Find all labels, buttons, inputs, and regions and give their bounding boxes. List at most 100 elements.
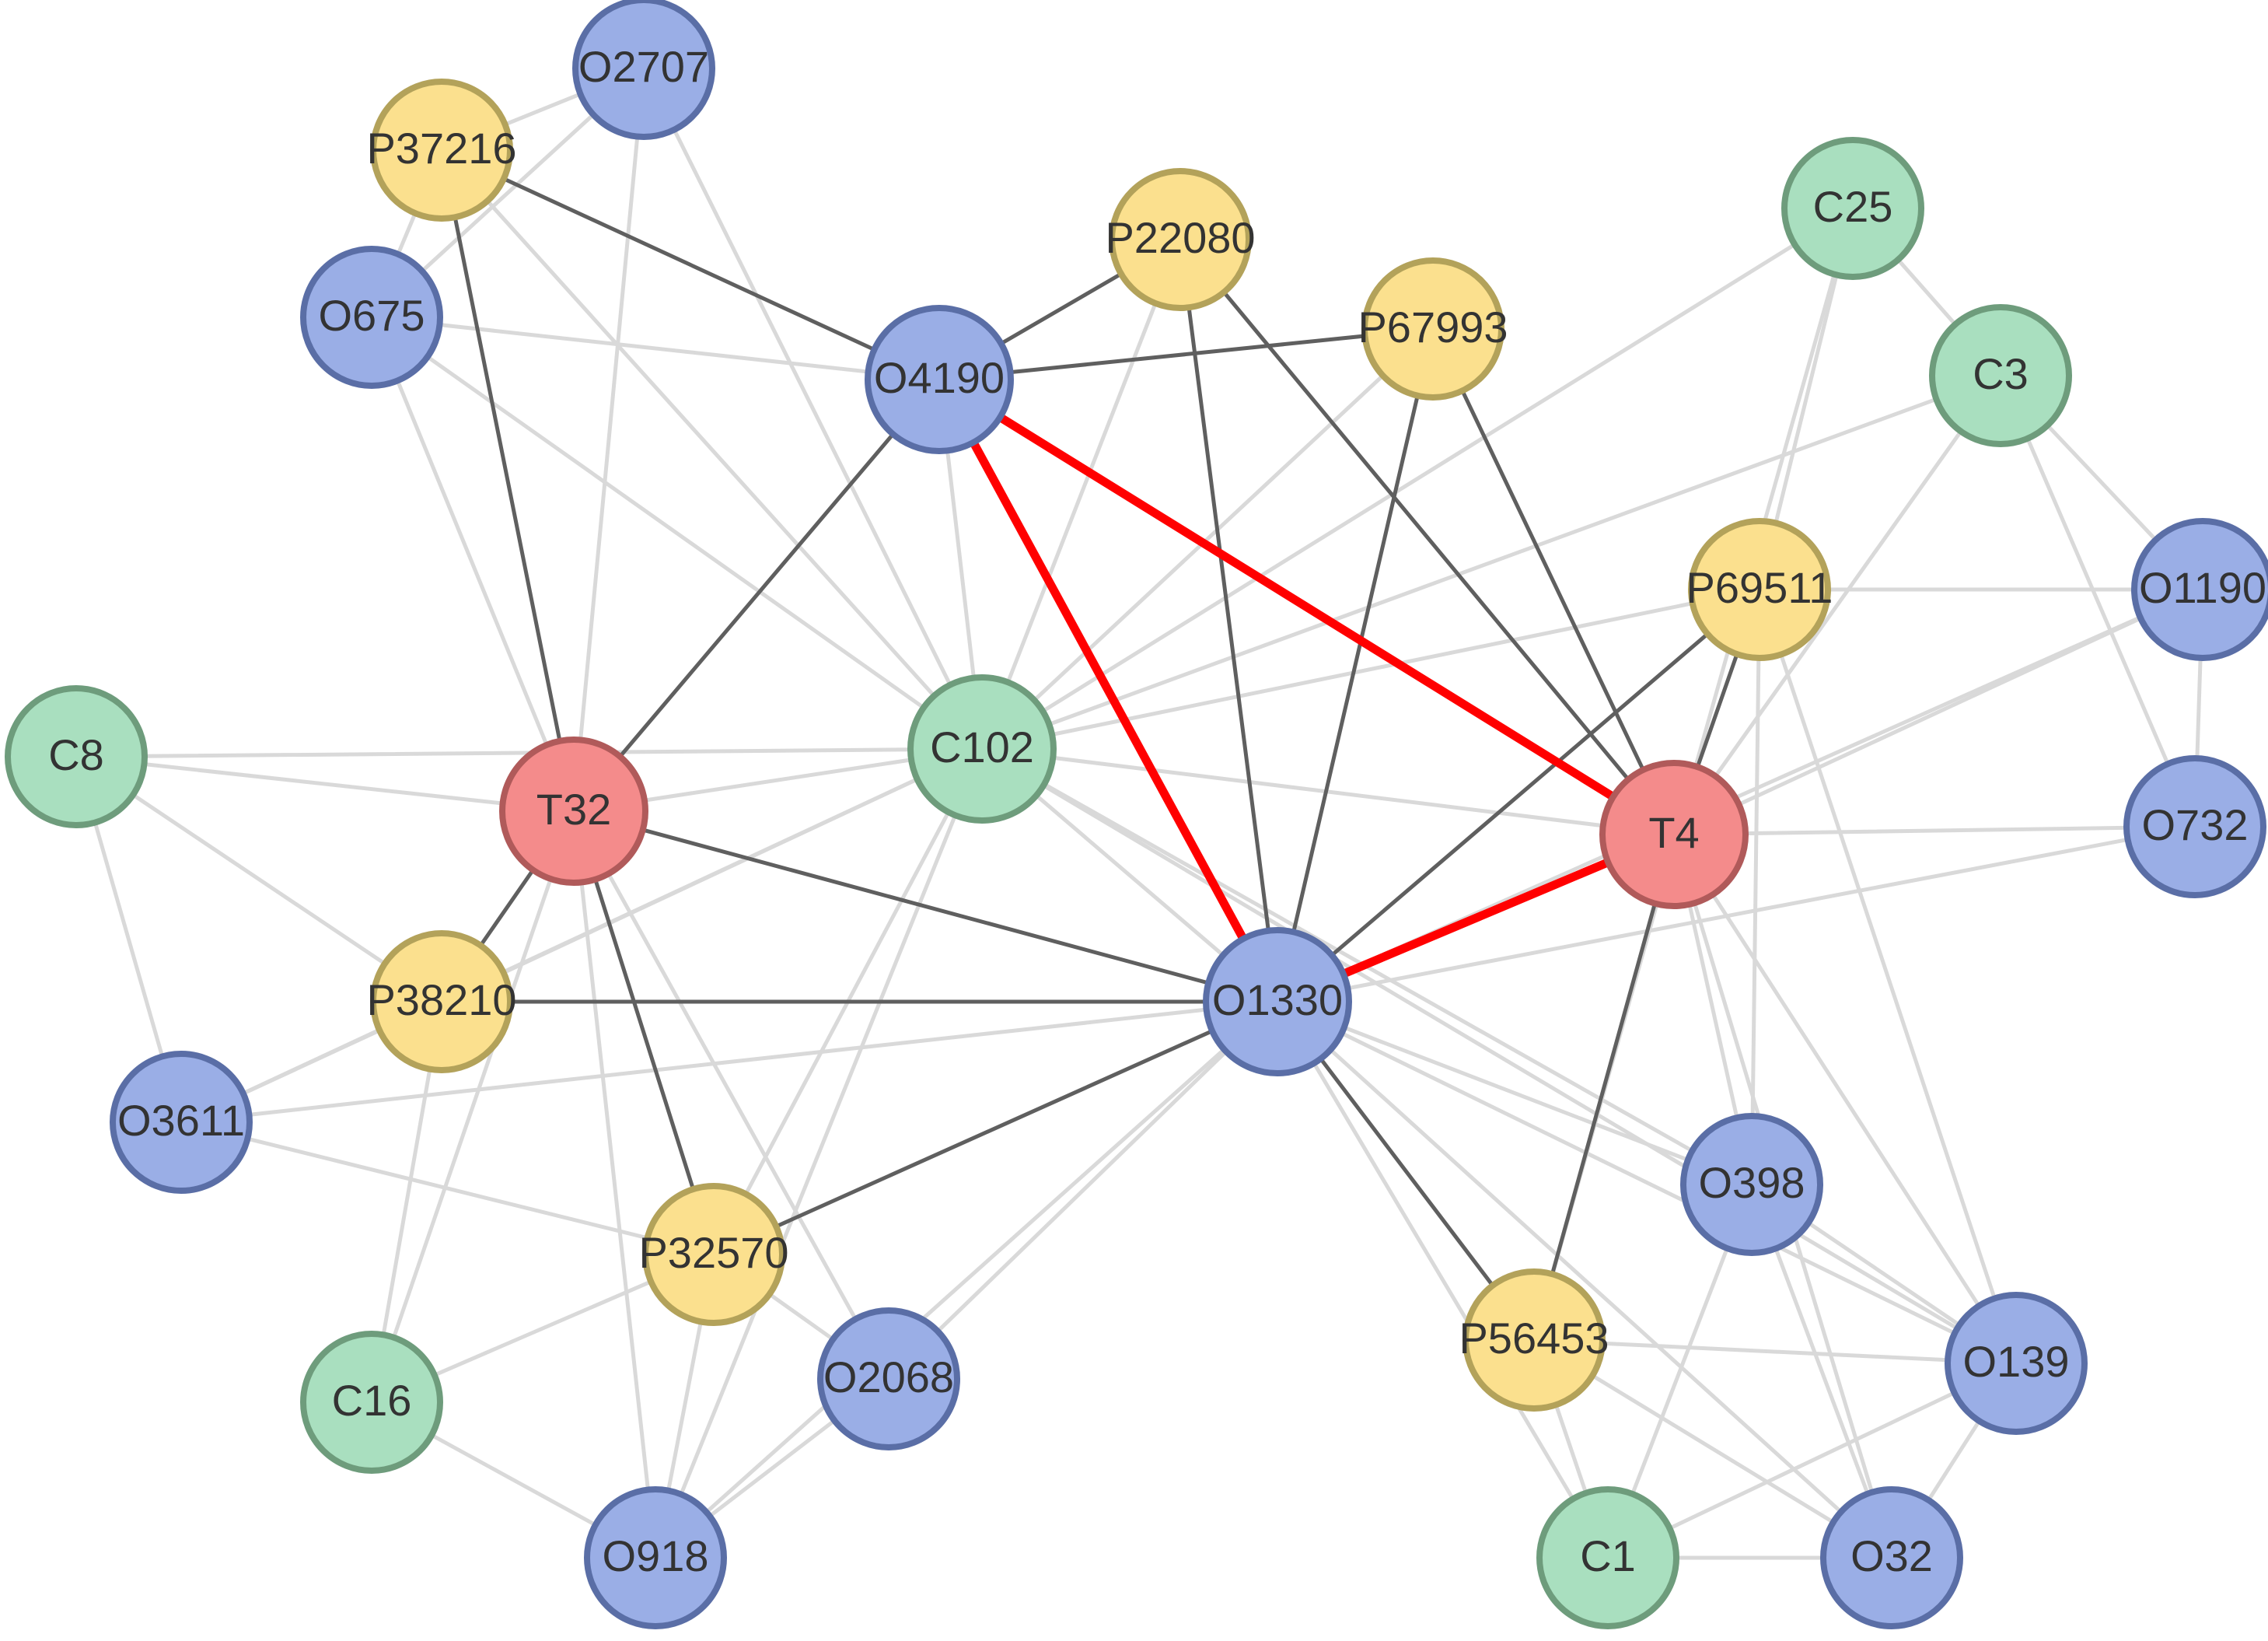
node-circle[interactable] [1820,1486,1963,1629]
edge-dark-P22080-O1330 [1178,237,1280,1004]
node-circle[interactable] [2131,518,2268,661]
node-circle[interactable] [1536,1486,1679,1629]
node-circle[interactable] [1599,760,1749,909]
node-label: P67993 [1358,303,1508,352]
node-circle[interactable] [499,737,648,886]
edge-highlight-O4190-O1330 [935,375,1282,1006]
node-label: T32 [536,785,612,834]
node-p56453[interactable]: P56453 [1459,1268,1609,1412]
edge-light-T32-O918 [571,809,658,1560]
node-p22080[interactable]: P22080 [1105,168,1256,311]
node-label: O2707 [578,42,709,91]
node-p38210[interactable]: P38210 [366,930,517,1073]
node-o1330[interactable]: O1330 [1203,927,1352,1076]
node-label: P38210 [366,975,516,1024]
node-o4190[interactable]: O4190 [865,305,1014,454]
edge-light-O675-O4190 [369,315,942,382]
node-o1190[interactable]: O1190 [2131,518,2268,661]
node-label: P56453 [1459,1314,1609,1363]
edge-light-O1330-O139 [1275,999,2018,1366]
edge-light-C8-T32 [74,754,576,814]
node-circle[interactable] [1945,1292,2088,1435]
edge-light-T32-O2068 [571,809,891,1381]
node-t4[interactable]: T4 [1599,760,1749,909]
edge-light-P69511-O139 [1757,587,2018,1366]
edge-dark-P67993-T4 [1431,327,1676,837]
node-label: O732 [2142,800,2249,849]
node-o3611[interactable]: O3611 [110,1051,253,1194]
node-o2068[interactable]: O2068 [817,1307,960,1450]
node-o918[interactable]: O918 [584,1486,727,1629]
node-circle[interactable] [5,685,148,828]
node-circle[interactable] [817,1307,960,1450]
node-circle[interactable] [1203,927,1352,1076]
node-circle[interactable] [1462,1268,1606,1412]
edge-light-O2707-C102 [641,66,984,751]
node-label: C16 [332,1376,412,1425]
node-label: C102 [930,723,1034,772]
node-c25[interactable]: C25 [1781,137,1924,280]
edge-light-C102-O918 [653,747,984,1560]
node-circle[interactable] [907,674,1057,824]
node-c16[interactable]: C16 [300,1331,443,1474]
node-label: O3611 [117,1096,245,1145]
node-t32[interactable]: T32 [499,737,648,886]
light-edge-layer [74,66,2205,1560]
edge-light-T4-O732 [1672,824,2197,837]
node-o139[interactable]: O139 [1945,1292,2088,1435]
node-o2707[interactable]: O2707 [572,0,715,140]
edge-dark-T32-O1330 [571,809,1280,1004]
node-circle[interactable] [300,1331,443,1474]
node-o32[interactable]: O32 [1820,1486,1963,1629]
node-circle[interactable] [642,1183,785,1326]
highlight-edge-layer [935,375,1679,1006]
node-label: C3 [1973,349,2029,398]
node-circle[interactable] [584,1486,727,1629]
node-circle[interactable] [865,305,1014,454]
edge-dark-P37216-O4190 [439,148,942,382]
node-o732[interactable]: O732 [2123,755,2266,898]
node-circle[interactable] [2123,755,2266,898]
edge-light-O139-C1 [1606,1361,2018,1560]
node-o675[interactable]: O675 [300,246,443,389]
node-label: O139 [1963,1337,2070,1386]
node-p69511[interactable]: P69511 [1686,518,1833,661]
edge-dark-P67993-O1330 [1275,327,1435,1004]
node-c102[interactable]: C102 [907,674,1057,824]
edge-dark-T4-P56453 [1532,832,1676,1342]
edge-light-C102-O139 [980,747,2018,1366]
node-circle[interactable] [370,79,513,222]
node-label: O1330 [1212,975,1343,1024]
edge-light-C25-C102 [980,206,1855,751]
node-circle[interactable] [572,0,715,140]
edge-light-C102-T4 [980,747,1676,837]
node-circle[interactable] [110,1051,253,1194]
node-circle[interactable] [1781,137,1924,280]
node-label: O398 [1699,1158,1805,1207]
edge-light-P69511-O398 [1749,587,1762,1187]
node-circle[interactable] [1688,518,1831,661]
edge-dark-P37216-T32 [439,148,576,814]
node-label: O1190 [2139,563,2266,612]
node-c1[interactable]: C1 [1536,1486,1679,1629]
node-label: P69511 [1686,563,1833,612]
edge-light-O1330-O732 [1275,824,2197,1004]
node-circle[interactable] [1680,1113,1823,1256]
edge-light-C3-T4 [1672,373,2003,837]
node-circle[interactable] [300,246,443,389]
node-circle[interactable] [1361,257,1504,401]
node-circle[interactable] [1109,168,1252,311]
edge-light-T32-C16 [369,809,576,1405]
node-p37216[interactable]: P37216 [366,79,517,222]
node-p32570[interactable]: P32570 [638,1183,789,1326]
node-o398[interactable]: O398 [1680,1113,1823,1256]
node-c8[interactable]: C8 [5,685,148,828]
node-c3[interactable]: C3 [1929,304,2072,447]
node-p67993[interactable]: P67993 [1358,257,1508,401]
node-circle[interactable] [1929,304,2072,447]
edge-light-O1330-O3611 [179,999,1280,1125]
node-circle[interactable] [370,930,513,1073]
edge-light-O675-T32 [369,315,576,814]
